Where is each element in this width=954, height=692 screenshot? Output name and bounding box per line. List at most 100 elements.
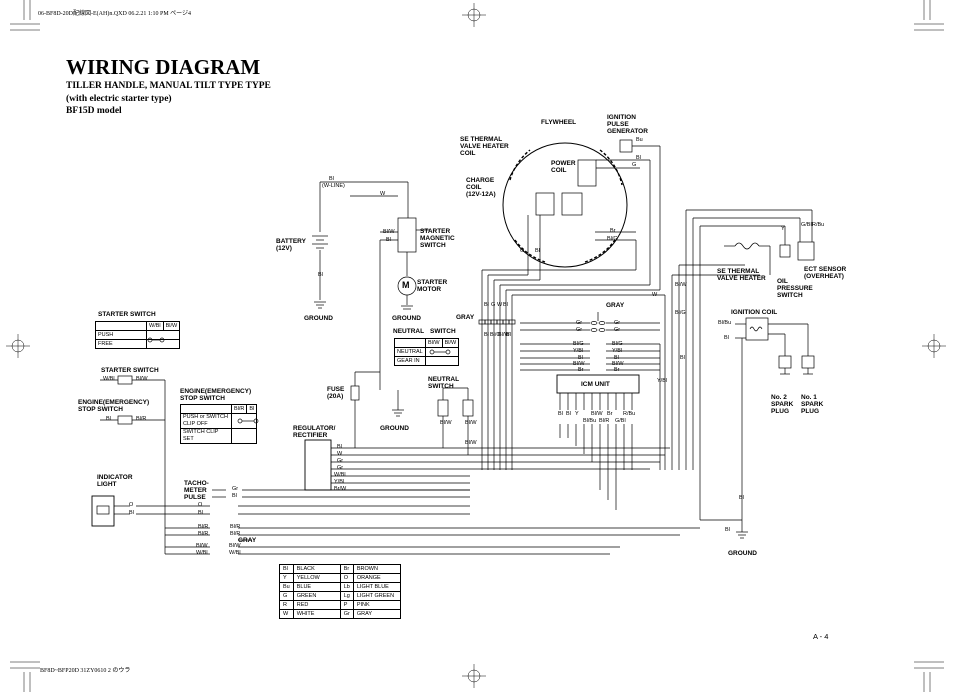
- wire-label: G/Bl: [615, 418, 626, 424]
- table-header: Bl/W: [162, 321, 181, 331]
- table-row-label: GEAR IN: [394, 356, 426, 366]
- table-header: W/Bl: [146, 321, 164, 331]
- right-side-wires: [659, 209, 815, 539]
- legend-code: Br: [339, 564, 354, 574]
- power-coil-label-2: COIL: [551, 167, 567, 174]
- wire-label: Y/Bl: [334, 479, 345, 485]
- spark-plug-2-label-1: No. 2: [771, 394, 787, 401]
- crop-marks: [6, 0, 946, 692]
- legend-code: Bl: [279, 564, 294, 574]
- wire-label: Bl/R: [230, 524, 241, 530]
- se-heater-label-2: VALVE HEATER: [717, 275, 766, 282]
- wire-label: Br: [610, 228, 616, 234]
- wire-label: W/Bl: [229, 550, 241, 556]
- gray-label-left: GRAY: [456, 314, 475, 321]
- file-info: 06-BF8D-20D配線図-E(AH)n.QXD 06.2.21 1:10 P…: [38, 11, 192, 17]
- wire-label: W: [337, 451, 343, 457]
- wire-label: O: [129, 502, 134, 508]
- wire-label: G/Bl: [801, 222, 812, 228]
- legend-code: Lg: [339, 591, 354, 601]
- table-row-label: PUSH or SWITCH CLIP OFF: [180, 413, 232, 429]
- wire-label: Gr: [232, 486, 239, 492]
- wire-label: Bl/R: [599, 418, 610, 424]
- wire-label: Bl/G: [607, 236, 618, 242]
- indicator-label-2: LIGHT: [97, 481, 117, 488]
- wire-label: (W-LINE): [322, 183, 345, 189]
- neutral-switch-table-title: NEUTRAL: [393, 328, 425, 335]
- wire-label: Y: [575, 411, 579, 417]
- neutral-switch-symbol: [392, 387, 474, 455]
- charge-coil-label-3: (12V-12A): [466, 191, 496, 198]
- wire-label: Gr: [614, 320, 621, 326]
- se-valve-coil-label-2: VALVE HEATER: [460, 143, 509, 150]
- battery-label-1: BATTERY: [276, 238, 306, 245]
- regulator-label-1: REGULATOR/: [293, 425, 336, 432]
- motor-symbol-letter: M: [402, 280, 410, 290]
- legend-color-name: YELLOW: [292, 573, 341, 583]
- starter-mag-label-1: STARTER: [420, 228, 451, 235]
- legend-color-name: GREEN: [292, 591, 341, 601]
- subtitle-line-1: TILLER HANDLE, MANUAL TILT TYPE TYPE: [66, 81, 271, 91]
- wire-label: Bl: [484, 302, 489, 308]
- wire-label: Bl: [484, 332, 489, 338]
- fuse-label-2: (20A): [327, 393, 344, 400]
- wire-label: Bl: [724, 335, 729, 341]
- fuse-symbol: [350, 371, 380, 448]
- wire-label: Bl: [725, 527, 730, 533]
- ground-label-motor: GROUND: [392, 315, 421, 322]
- ignition-coil-label: IGNITION COIL: [731, 309, 778, 316]
- icm-wires: [520, 343, 660, 510]
- gray-label-connector: GRAY: [606, 302, 625, 309]
- wire-label: O: [198, 502, 203, 508]
- wire-label: Bl/W: [498, 332, 510, 338]
- wire-label: G: [520, 248, 525, 254]
- wire-label: Bl/G: [490, 332, 501, 338]
- page-number: A - 4: [813, 632, 829, 641]
- wire-label: Bl: [503, 302, 508, 308]
- stop-switch-label-2: STOP SWITCH: [78, 406, 123, 413]
- wire-label: W: [652, 292, 658, 298]
- table-row-label: FREE: [95, 339, 147, 349]
- starter-mag-label-2: MAGNETIC: [420, 235, 455, 242]
- regulator-rectifier-symbol: [304, 439, 670, 491]
- table-header: Bl/W: [425, 338, 443, 348]
- table-row-label: NEUTRAL: [394, 347, 426, 357]
- starter-switch-label: STARTER SWITCH: [101, 367, 159, 374]
- flywheel-symbol: [502, 139, 633, 268]
- subtitle-line-3: BF15D model: [66, 106, 122, 116]
- regulator-label-2: RECTIFIER: [293, 432, 328, 439]
- bottom-connectors: [164, 380, 700, 555]
- starter-motor-label-2: MOTOR: [417, 286, 442, 293]
- wire-label: Bl/Bu: [583, 418, 597, 424]
- legend-color-name: ORANGE: [352, 573, 401, 583]
- table-row-label: SWITCH CLIP SET: [180, 428, 232, 444]
- wire-label: Bl: [680, 355, 685, 361]
- wire-label: Bl: [106, 416, 111, 422]
- wire-label: Bl: [614, 355, 619, 361]
- starter-switch-title: STARTER SWITCH: [98, 311, 156, 318]
- wire-label: Bl: [232, 493, 237, 499]
- oil-pressure-label-3: SWITCH: [777, 292, 803, 299]
- wire-label: Bl: [566, 411, 571, 417]
- ect-sensor-label-2: (OVERHEAT): [804, 273, 844, 280]
- se-valve-coil-label-1: SE THERMAL: [460, 136, 503, 143]
- legend-color-name: BLACK: [292, 564, 341, 574]
- wire-label: Bl: [535, 248, 540, 254]
- wire-label: Y/Bl: [657, 378, 668, 384]
- battery-symbol: [312, 181, 409, 309]
- wire-label: Bl/W: [612, 361, 624, 367]
- page-title: WIRING DIAGRAM: [66, 55, 261, 79]
- legend-code: G: [279, 591, 294, 601]
- legend-color-name: BROWN: [352, 564, 401, 574]
- neutral-switch-label-2: SWITCH: [428, 383, 454, 390]
- indicator-label-1: INDICATOR: [97, 474, 133, 481]
- wire-label: Y/Bl: [573, 348, 584, 354]
- wire-label: W/Bl: [103, 376, 115, 382]
- tacho-label-3: PULSE: [184, 494, 206, 501]
- wire-label: Bl/R: [136, 416, 147, 422]
- wire-label: Bl: [386, 237, 391, 243]
- wire-label: Bl/R: [230, 531, 241, 537]
